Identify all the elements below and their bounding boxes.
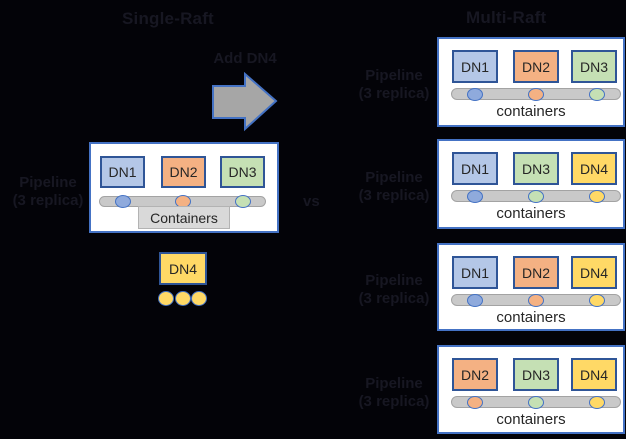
dn4-added-node: DN4 bbox=[159, 252, 207, 285]
dn-label: DN1 bbox=[460, 58, 489, 75]
right-arrow-icon bbox=[212, 72, 278, 132]
dn-label: DN4 bbox=[579, 160, 608, 177]
raft-group-bar bbox=[451, 396, 621, 409]
raft-group-bar bbox=[451, 88, 621, 101]
dn-label: DN1 bbox=[460, 264, 489, 281]
dn4-node: DN4 bbox=[571, 152, 617, 185]
dn-label: DN2 bbox=[460, 366, 489, 383]
dn4-node: DN4 bbox=[571, 256, 617, 289]
containers-label: containers bbox=[496, 205, 566, 222]
raft-group-bar bbox=[451, 294, 621, 307]
pipeline-label-line1: Pipeline bbox=[365, 375, 423, 392]
dn4-container-dot bbox=[175, 291, 191, 306]
container-replica-dot-green bbox=[235, 195, 251, 208]
pipeline-label-line1: Pipeline bbox=[19, 174, 77, 191]
pipeline-label-multi-2: Pipeline (3 replica) bbox=[352, 169, 436, 205]
dn1-node: DN1 bbox=[100, 156, 145, 188]
dn4-container-dot bbox=[158, 291, 174, 306]
pipeline-label-line1: Pipeline bbox=[365, 67, 423, 84]
pipeline-box-multi-4: DN2 DN3 DN4 containers bbox=[437, 345, 625, 434]
pipeline-label-line2: (3 replica) bbox=[358, 393, 430, 410]
raft-group-bar bbox=[451, 190, 621, 203]
containers-label: containers bbox=[496, 103, 566, 120]
container-replica-dot-blue bbox=[467, 294, 483, 307]
dn3-node: DN3 bbox=[513, 358, 559, 391]
pipeline-box-multi-3: DN1 DN2 DN4 containers bbox=[437, 243, 625, 331]
container-replica-dot-yellow bbox=[589, 396, 605, 409]
pipeline-label-single: Pipeline (3 replica) bbox=[6, 174, 90, 210]
dn-label: DN1 bbox=[460, 160, 489, 177]
single-raft-title: Single-Raft bbox=[122, 9, 214, 28]
containers-label: containers bbox=[496, 411, 566, 428]
pipeline-box-multi-1: DN1 DN2 DN3 containers bbox=[437, 37, 625, 127]
pipeline-box-multi-2: DN1 DN3 DN4 containers bbox=[437, 139, 625, 229]
vs-label: vs bbox=[303, 193, 320, 210]
pipeline-label-line1: Pipeline bbox=[365, 272, 423, 289]
dn-label: DN3 bbox=[521, 366, 550, 383]
container-replica-dot-green bbox=[528, 396, 544, 409]
dn4-container-dot bbox=[191, 291, 207, 306]
dn2-node: DN2 bbox=[452, 358, 498, 391]
add-dn4-label: Add DN4 bbox=[213, 50, 277, 67]
dn2-node: DN2 bbox=[513, 256, 559, 289]
dn3-node: DN3 bbox=[220, 156, 265, 188]
dn-label: DN3 bbox=[521, 160, 550, 177]
multi-raft-title: Multi-Raft bbox=[466, 8, 547, 27]
pipeline-label-line2: (3 replica) bbox=[358, 187, 430, 204]
container-replica-dot-orange bbox=[528, 294, 544, 307]
containers-label: containers bbox=[496, 309, 566, 326]
dn-label: DN3 bbox=[228, 164, 257, 180]
pipeline-label-multi-4: Pipeline (3 replica) bbox=[352, 375, 436, 411]
dn-label: DN4 bbox=[579, 264, 608, 281]
dn-label: DN1 bbox=[108, 164, 137, 180]
dn2-node: DN2 bbox=[161, 156, 206, 188]
pipeline-label-line2: (3 replica) bbox=[12, 192, 84, 209]
dn1-node: DN1 bbox=[452, 152, 498, 185]
dn3-node: DN3 bbox=[571, 50, 617, 83]
dn1-node: DN1 bbox=[452, 256, 498, 289]
pipeline-label-multi-3: Pipeline (3 replica) bbox=[352, 272, 436, 308]
dn-label: DN4 bbox=[579, 366, 608, 383]
container-replica-dot-green bbox=[528, 190, 544, 203]
dn-label: DN2 bbox=[521, 58, 550, 75]
dn1-node: DN1 bbox=[452, 50, 498, 83]
dn3-node: DN3 bbox=[513, 152, 559, 185]
dn-label: DN2 bbox=[521, 264, 550, 281]
pipeline-label-multi-1: Pipeline (3 replica) bbox=[352, 67, 436, 103]
container-replica-dot-orange bbox=[528, 88, 544, 101]
dn-label: DN4 bbox=[168, 260, 197, 277]
container-replica-dot-yellow bbox=[589, 294, 605, 307]
dn-label: DN2 bbox=[169, 164, 198, 180]
pipeline-label-line2: (3 replica) bbox=[358, 290, 430, 307]
pipeline-label-line2: (3 replica) bbox=[358, 85, 430, 102]
container-replica-dot-orange bbox=[467, 396, 483, 409]
container-replica-dot-blue bbox=[467, 190, 483, 203]
containers-box: Containers bbox=[138, 206, 230, 229]
pipeline-label-line1: Pipeline bbox=[365, 169, 423, 186]
dn2-node: DN2 bbox=[513, 50, 559, 83]
container-replica-dot-green bbox=[589, 88, 605, 101]
container-replica-dot-yellow bbox=[589, 190, 605, 203]
pipeline-box-single: DN1 DN2 DN3 Containers bbox=[89, 142, 279, 233]
container-replica-dot-blue bbox=[115, 195, 131, 208]
dn4-node: DN4 bbox=[571, 358, 617, 391]
dn-label: DN3 bbox=[579, 58, 608, 75]
container-replica-dot-blue bbox=[467, 88, 483, 101]
